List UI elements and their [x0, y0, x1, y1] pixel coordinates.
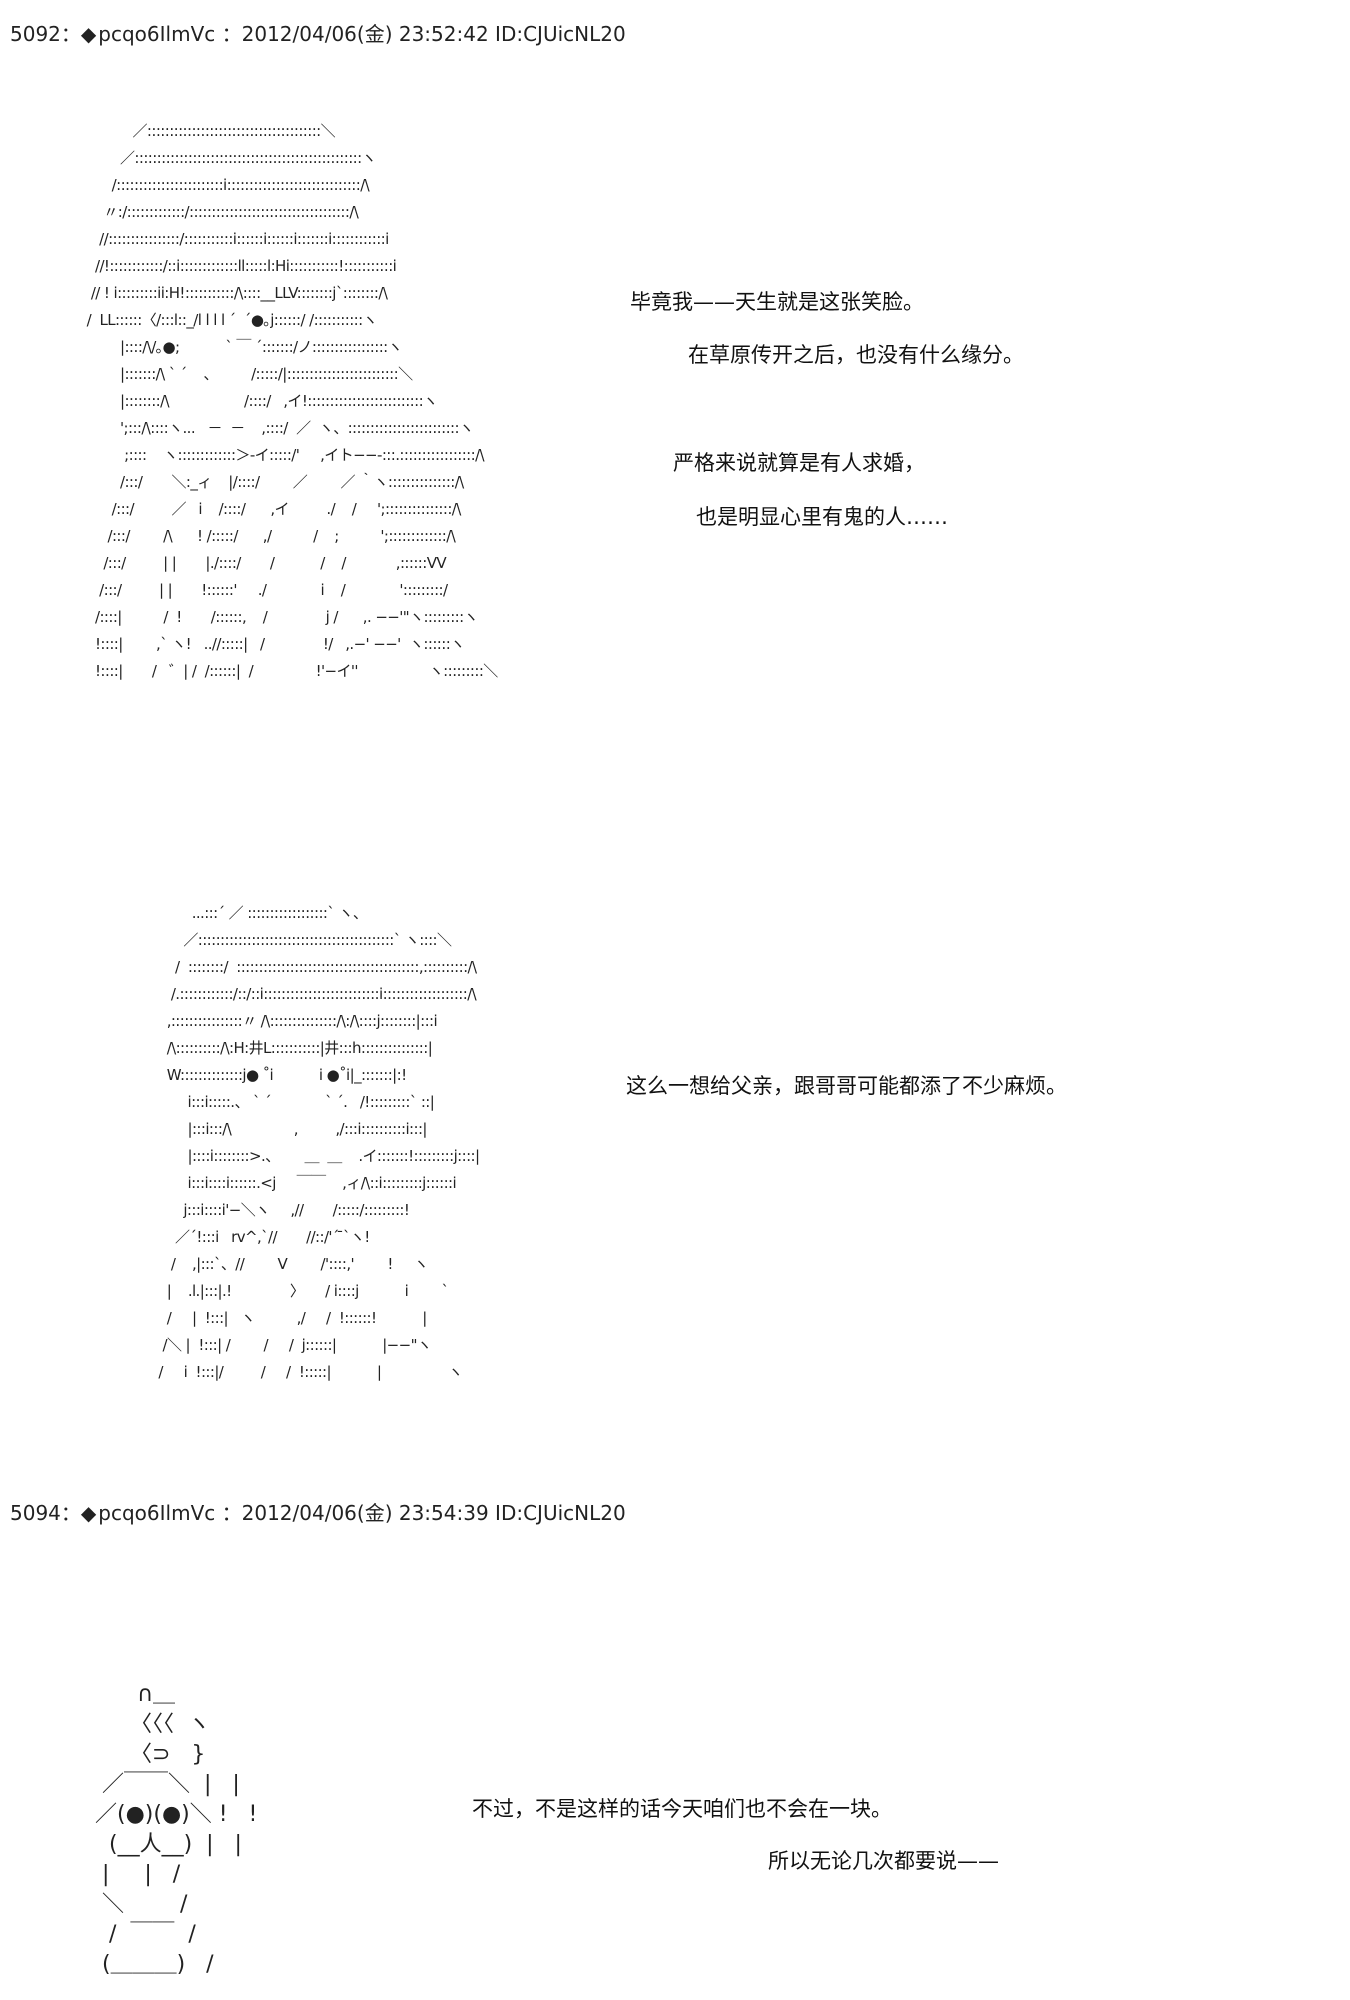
dialogue-line: 所以无论几次都要说—— [768, 1849, 999, 1873]
post-date: ：2012/04/06(金) 23:54:39 [221, 1501, 489, 1525]
post-trip: pcqo6IlmVc [98, 1501, 216, 1525]
post-id: ID:CJUicNL20 [495, 22, 626, 46]
post-separator: ： [60, 22, 81, 46]
post-header-5094: 5094：◆pcqo6IlmVc ：2012/04/06(金) 23:54:39… [10, 1497, 626, 1526]
dialogue-line: 在草原传开之后，也没有什么缘分。 [688, 343, 1024, 367]
dialogue-line: 也是明显心里有鬼的人…… [696, 505, 948, 529]
post-date: ：2012/04/06(金) 23:52:42 [221, 22, 489, 46]
post-header-5092: 5092：◆pcqo6IlmVc ：2012/04/06(金) 23:52:42… [10, 18, 626, 47]
dialogue-line: 严格来说就算是有人求婚， [673, 451, 925, 475]
trip-diamond-icon: ◆ [80, 22, 97, 46]
dialogue-line: 毕竟我——天生就是这张笑脸。 [630, 290, 924, 314]
post-trip: pcqo6IlmVc [98, 22, 216, 46]
dialogue-line: 这么一想给父亲，跟哥哥可能都添了不少麻烦。 [626, 1074, 1067, 1098]
post-number: 5092 [10, 22, 61, 46]
ascii-art-figure-3: ∩＿ 〈〈〈 ヽ 〈⊃ } ／￣￣＼ | | ／(●)(●)＼ ! ! (__人… [95, 1682, 258, 1977]
trip-diamond-icon: ◆ [80, 1501, 97, 1525]
post-number: 5094 [10, 1501, 61, 1525]
post-separator: ： [60, 1501, 81, 1525]
ascii-art-figure-2: ...:::´ ／ ::::::::::::::::::` ヽ、 ／::::::… [158, 904, 480, 1381]
ascii-art-figure-1: ／:::::::::::::::::::::::::::::::::::::::… [86, 122, 499, 680]
dialogue-line: 不过，不是这样的话今天咱们也不会在一块。 [472, 1797, 892, 1821]
post-id: ID:CJUicNL20 [495, 1501, 626, 1525]
